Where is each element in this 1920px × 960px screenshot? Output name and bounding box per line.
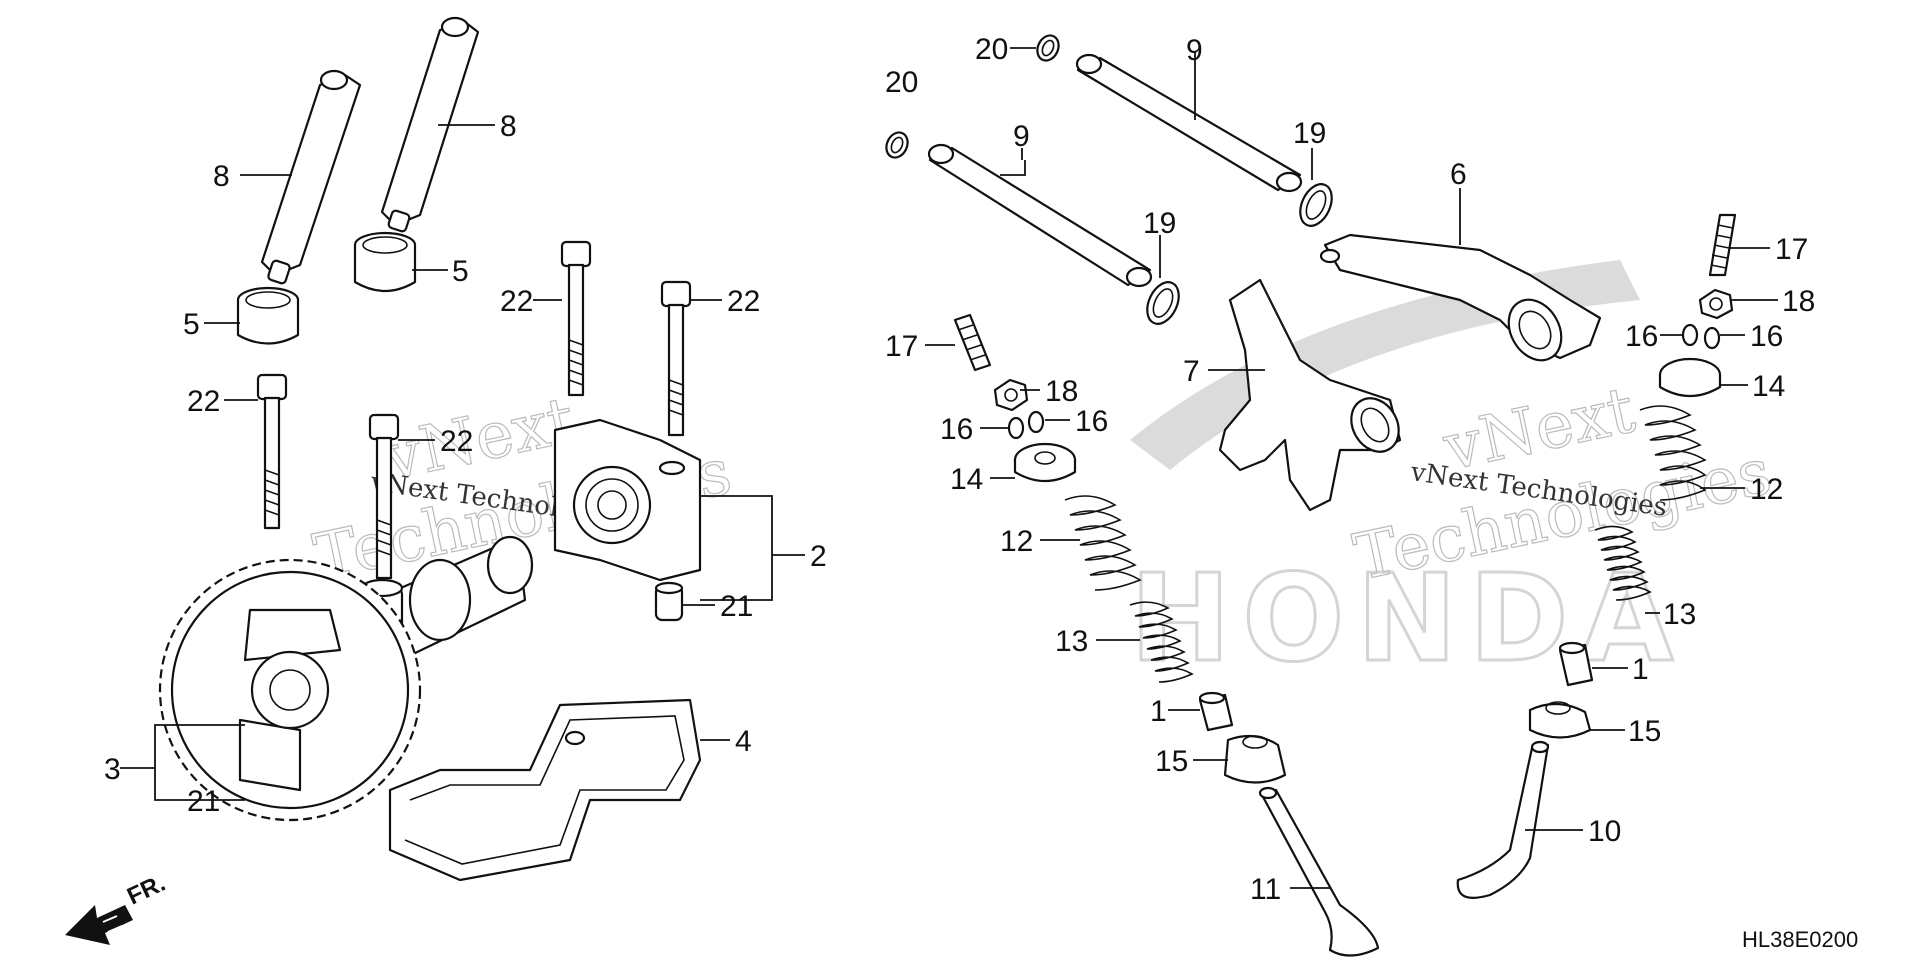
valve-10 [1456,740,1550,899]
callout-15: 15 [1155,745,1188,778]
callout-9: 9 [1013,120,1030,153]
rocker-arm-6 [1319,233,1602,362]
callout-22: 22 [500,285,533,318]
callout-14: 14 [950,463,983,496]
spring-seat-15-left [1223,734,1287,784]
dowel-pin-21-a [654,581,684,622]
callout-5: 5 [452,255,469,288]
callout-12: 12 [1000,525,1033,558]
callout-16: 16 [1625,320,1658,353]
lock-nut-18-right [1698,288,1734,320]
callout-2: 2 [810,540,827,573]
o-ring-20-upper [1036,34,1060,62]
cover-4 [388,698,702,882]
callout-20: 20 [885,66,918,99]
callout-19: 19 [1143,207,1176,240]
callout-13: 13 [1663,598,1696,631]
callout-20: 20 [975,33,1008,66]
leader-lines [120,47,1778,889]
o-ring-19-lower [1146,281,1180,325]
front-direction-marker: FR. [65,870,170,945]
o-ring-19-upper [1299,183,1333,227]
callout-1: 1 [1150,695,1167,728]
callout-18: 18 [1045,375,1078,408]
cam-sprocket-3 [158,558,422,822]
cotters-16-left [1007,410,1045,440]
inner-spring-13-right [1594,525,1652,601]
callout-8: 8 [213,160,230,193]
callout-16: 16 [940,413,973,446]
callout-6: 6 [1450,158,1467,191]
callout-17: 17 [885,330,918,363]
callout-labels: 8 8 5 5 22 22 22 22 2 21 3 21 4 20 20 9 … [104,33,1815,906]
front-marker-label: FR. [123,870,169,911]
callout-21: 21 [720,590,753,623]
adjuster-screw-17-right [1708,213,1737,277]
callout-1: 1 [1632,653,1649,686]
pushrod-8-left [260,69,362,285]
callout-3: 3 [104,753,121,786]
camshaft-holder-2 [553,418,702,582]
cotters-16-right [1681,323,1721,350]
callout-13: 13 [1055,625,1088,658]
callout-11: 11 [1250,873,1281,906]
tappet-5-left [236,286,300,345]
spring-seat-15-right [1528,701,1592,739]
retainer-14-left [1013,442,1077,482]
o-ring-20-lower [885,131,909,159]
rocker-shaft-9-upper [1075,53,1303,193]
bolt-22-a [256,373,288,530]
callout-19: 19 [1293,117,1326,150]
rocker-arm-7 [1218,278,1402,512]
valve-11 [1258,786,1380,957]
callout-18: 18 [1782,285,1815,318]
callout-22: 22 [727,285,760,318]
diagram-code: HL38E0200 [1742,927,1858,952]
callout-17: 17 [1775,233,1808,266]
stem-seal-1-right [1558,641,1594,687]
callout-15: 15 [1628,715,1661,748]
adjuster-screw-17-left [953,313,992,372]
stem-seal-1-left [1198,691,1234,732]
bolt-22-c [560,240,592,397]
callout-8: 8 [500,110,517,143]
callout-21: 21 [187,785,220,818]
callout-4: 4 [735,725,752,758]
callout-7: 7 [1183,355,1200,388]
bolt-22-d [660,280,692,437]
callout-12: 12 [1750,473,1783,506]
rocker-shaft-9-lower [927,143,1153,288]
outer-spring-12-left [1064,495,1142,591]
front-arrow-icon [65,905,133,945]
callout-22: 22 [187,385,220,418]
callout-9: 9 [1186,34,1203,67]
outer-spring-12-right [1639,405,1707,501]
callout-22: 22 [440,425,473,458]
callout-10: 10 [1588,815,1621,848]
callout-16: 16 [1750,320,1783,353]
callout-5: 5 [183,308,200,341]
inner-spring-13-left [1129,601,1194,683]
callout-14: 14 [1752,370,1785,403]
retainer-14-right [1658,357,1722,397]
tappet-5-right [353,231,417,292]
lock-nut-18-left [993,378,1029,412]
bolt-22-b [368,413,400,580]
pushrod-8-right [380,16,480,233]
callout-16: 16 [1075,405,1108,438]
